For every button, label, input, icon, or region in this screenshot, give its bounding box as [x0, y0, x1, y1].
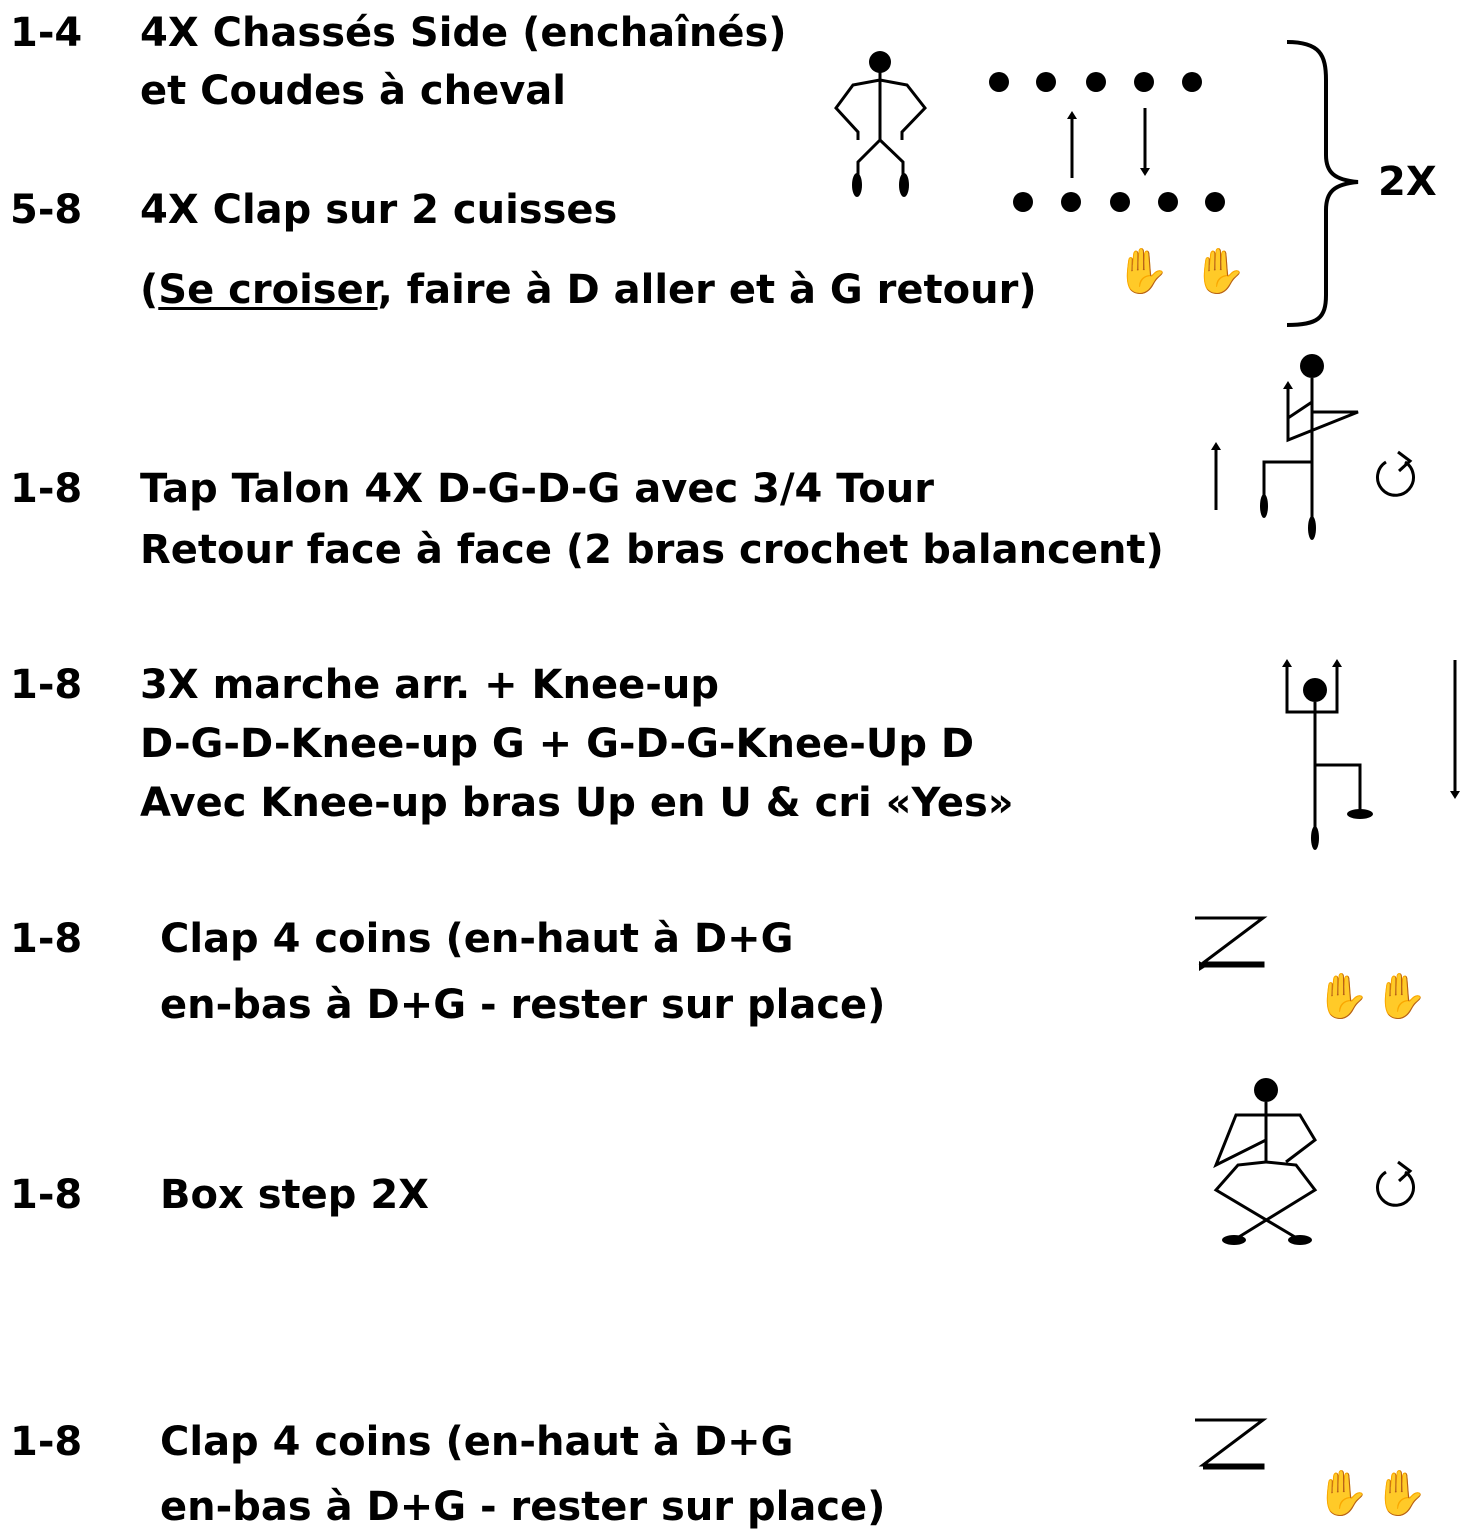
stick-figure-box-step [1213, 1078, 1318, 1245]
step-1-count: 1-4 [10, 10, 83, 56]
step-1-line-2: et Coudes à cheval [140, 68, 566, 114]
repeat-brace [1286, 40, 1359, 327]
step-7-line-1: Clap 4 coins (en-haut à D+G [160, 1419, 794, 1465]
hand-icon: ✋ [1373, 1468, 1428, 1519]
step-4-line-1: 3X marche arr. + Knee-up [140, 662, 719, 708]
step-5-count: 1-8 [10, 916, 83, 962]
note-open-paren: ( [140, 267, 159, 313]
hand-icon: ✋ [1373, 971, 1428, 1022]
stick-figure-hands-on-hips [834, 51, 927, 197]
hand-icon: ✋ [1315, 971, 1370, 1022]
step-6-line-1: Box step 2X [160, 1172, 429, 1218]
note-underlined-text: Se croiser [158, 267, 378, 313]
step-6-count: 1-8 [10, 1172, 83, 1218]
zigzag-path-icon [1195, 916, 1268, 968]
hand-icon: ✋ [1315, 1468, 1370, 1519]
hand-icon: ✋ [1192, 246, 1247, 297]
step-4-count: 1-8 [10, 662, 83, 708]
zigzag-path-icon [1195, 1418, 1268, 1470]
stick-figure-heel-tap [1260, 354, 1359, 540]
step-3-line-2: Retour face à face (2 bras crochet balan… [140, 527, 1164, 573]
step-2-count: 5-8 [10, 187, 83, 233]
step-4-line-3: Avec Knee-up bras Up en U & cri «Yes» [140, 780, 1014, 826]
step-4-line-2: D-G-D-Knee-up G + G-D-G-Knee-Up D [140, 721, 975, 767]
step-1-line-1: 4X Chassés Side (enchaînés) [140, 10, 787, 56]
note-rest-text: , faire à D aller et à G retour) [377, 267, 1037, 313]
dancers-formation [989, 72, 1225, 212]
step-2-line-1: 4X Clap sur 2 cuisses [140, 187, 618, 233]
rotate-arrow-icon [1376, 1160, 1415, 1207]
step-5-line-1: Clap 4 coins (en-haut à D+G [160, 916, 794, 962]
step-7-count: 1-8 [10, 1419, 83, 1465]
hand-icon: ✋ [1115, 246, 1170, 297]
repeat-label: 2X [1378, 159, 1437, 205]
step-3-count: 1-8 [10, 466, 83, 512]
step-3-line-1: Tap Talon 4X D-G-D-G avec 3/4 Tour [140, 466, 934, 512]
step-2-note: (Se croiser, faire à D aller et à G reto… [140, 270, 1037, 310]
stick-figure-knee-up [1282, 659, 1373, 850]
step-5-line-2: en-bas à D+G - rester sur place) [160, 982, 886, 1028]
step-7-line-2: en-bas à D+G - rester sur place) [160, 1484, 886, 1530]
rotate-arrow-icon [1376, 450, 1415, 497]
